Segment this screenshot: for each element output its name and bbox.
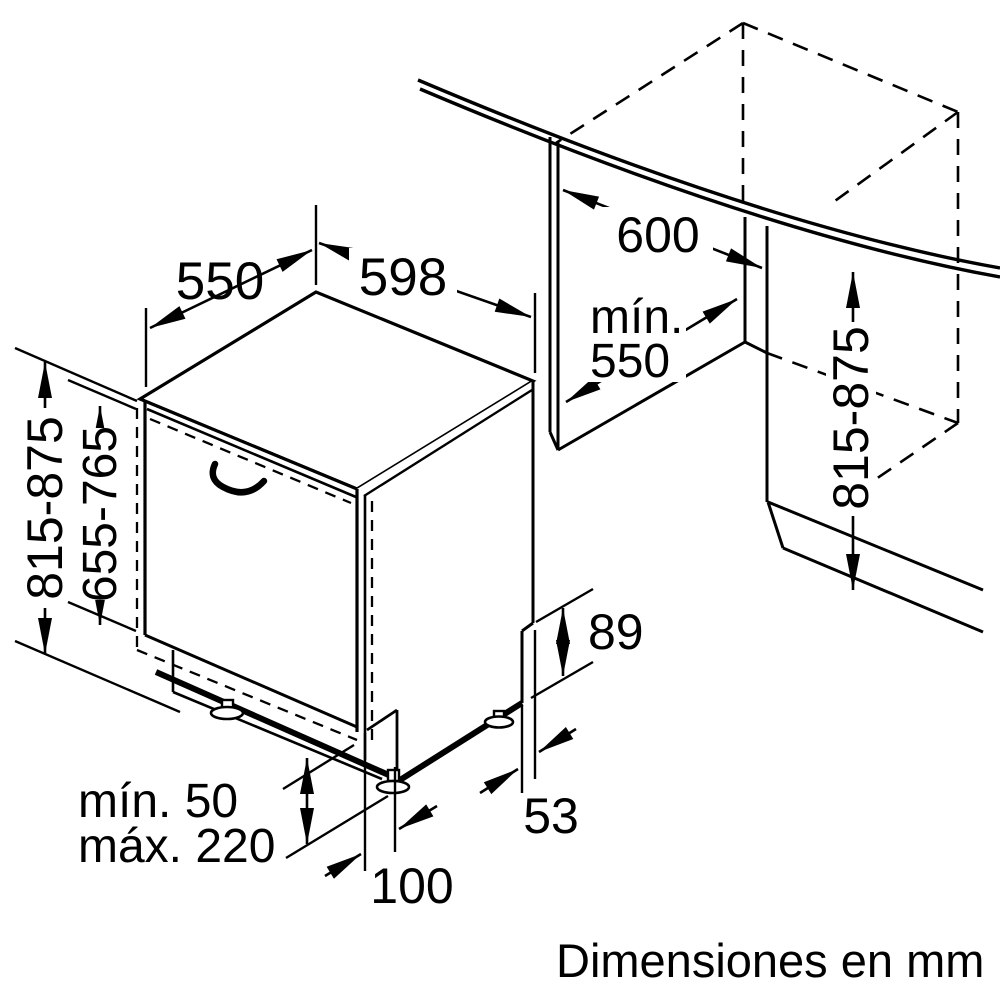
dim-width-598: 598: [318, 241, 537, 373]
volume-top-right-edge: [742, 21, 959, 114]
dim-rear-step-depth-label: 53: [523, 788, 579, 844]
plinth-left-edge: [766, 501, 785, 549]
niche-right-wall: [743, 217, 769, 502]
side-top-inner-edge: [363, 388, 533, 498]
dim-niche-height: 815-875: [823, 272, 879, 590]
diagram-footer: Dimensiones en mm: [556, 934, 984, 987]
dim-appliance-height: 815-875: [14, 346, 181, 714]
niche-dashed-volume: [555, 21, 960, 481]
dim-rear-step-89: 89: [530, 587, 644, 700]
dim-foot-inset-label: 100: [370, 858, 453, 914]
dim-appliance-height-label: 815-875: [17, 416, 73, 600]
dim-door-panel-height-label: 655-765: [74, 426, 127, 602]
dim-plinth-clearance: mín. 50 máx. 220: [78, 743, 389, 873]
volume-front-right-edge: [827, 110, 959, 208]
dim-niche-depth-prefix: mín.: [590, 291, 683, 344]
dim-niche-depth-value: 550: [590, 335, 670, 388]
dim-foot-inset-100: 100: [324, 733, 454, 914]
dishwasher-door: [135, 388, 533, 760]
dishwasher-side-face: [357, 381, 533, 780]
front-corner-tab-top: [366, 708, 398, 732]
leveling-foot-front-left: [209, 698, 245, 721]
volume-top-left-edge: [555, 21, 744, 145]
leveling-foot-rear-right: [483, 709, 515, 729]
dim-top-depth-label: 550: [176, 252, 264, 311]
dim-depth-550: 550: [144, 205, 318, 387]
dim-niche-height-label: 815-875: [823, 326, 879, 510]
panel-dashed-top: [149, 417, 352, 505]
door-top-edge: [139, 397, 358, 491]
cabinet-plinth: [766, 500, 984, 634]
leveling-foot-front-corner: [375, 768, 411, 795]
floor-line-right: [782, 546, 984, 634]
dim-plinth-min-label: mín. 50: [78, 775, 238, 828]
dishwasher-body: [135, 290, 537, 795]
dim-rear-step-53: 53: [479, 630, 579, 844]
dim-door-panel-height: 655-765: [67, 378, 137, 633]
dishwasher-door-face: [140, 399, 357, 727]
door-top-inner-edge: [146, 407, 357, 499]
dim-rear-step-height-label: 89: [588, 604, 644, 660]
side-step-edge: [521, 621, 534, 633]
door-handle: [209, 460, 268, 496]
dim-niche-width-label: 600: [616, 207, 699, 263]
niche-left-wall: [548, 137, 560, 451]
dim-niche-depth-min550: mín. 550: [565, 291, 738, 404]
volume-floor-rear-edge: [766, 351, 959, 425]
plinth-top-edge: [767, 500, 984, 592]
plinth-band-bottom: [172, 690, 383, 781]
dim-plinth-max-label: máx. 220: [78, 820, 275, 873]
door-bottom-edge: [144, 633, 358, 729]
dim-niche-width-600: 600: [562, 188, 763, 270]
volume-bottom-right-edge: [875, 421, 959, 481]
dim-top-width-label: 598: [359, 248, 447, 307]
